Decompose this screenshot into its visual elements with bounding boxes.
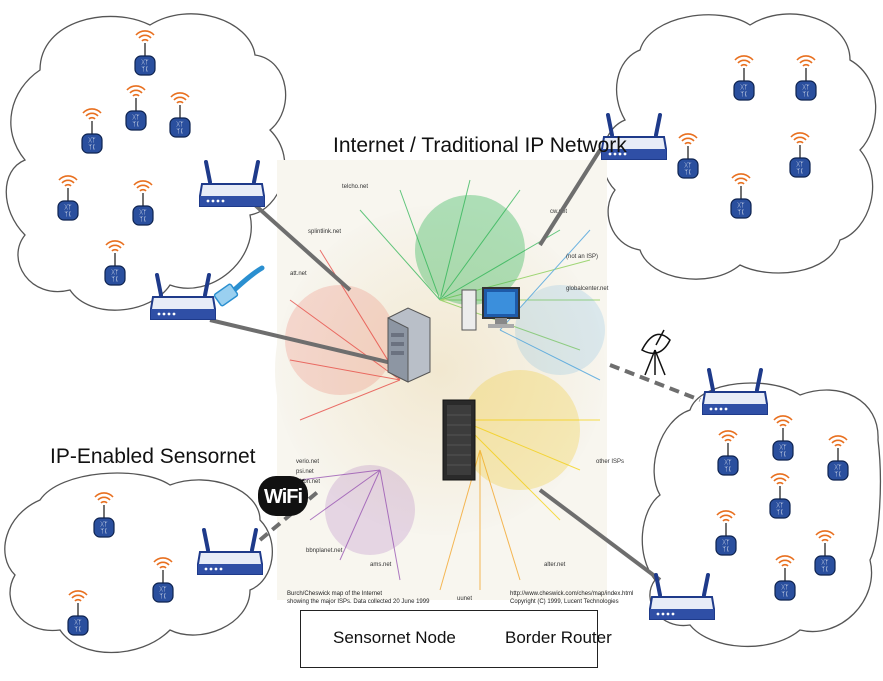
isp-label: psi.net: [296, 469, 314, 475]
internet-title: Internet / Traditional IP Network: [333, 134, 627, 157]
satellite-dish-icon: [640, 329, 671, 376]
map-credit-right: http://www.cheswick.com/ches/map/index.h…: [510, 591, 634, 605]
isp-label: bbn.net: [300, 479, 320, 485]
connection-links: [209, 148, 701, 582]
border-router-icon: [701, 368, 769, 416]
cloud-bottom-left: [4, 472, 273, 654]
isp-label: globalcenter.net: [566, 286, 609, 292]
desktop-computer-icon: [461, 287, 520, 331]
legend: Sensornet Node Border Router: [300, 610, 612, 668]
wifi-icon: [258, 476, 308, 516]
cloud-bottom-right: [641, 382, 882, 647]
sensornet-title: IP-Enabled Sensornet: [50, 445, 256, 468]
server-icon: [387, 307, 431, 383]
legend-router-label: Border Router: [505, 628, 612, 647]
isp-label: ams.net: [370, 562, 392, 568]
internet-map: [275, 160, 607, 600]
cloud-top-left: [5, 13, 287, 311]
isp-label: splintlink.net: [308, 229, 341, 235]
isp-label: alter.net: [544, 562, 566, 568]
isp-label: att.net: [290, 271, 307, 277]
isp-label: telcho.net: [342, 184, 368, 190]
ethernet-cable-icon: [213, 265, 265, 307]
map-credit-left: Burch/Cheswick map of the Internet showi…: [287, 591, 430, 605]
isp-label: other ISPs: [596, 459, 624, 465]
wifi-label: WiFi: [264, 486, 303, 508]
legend-node-label: Sensornet Node: [333, 628, 456, 647]
isp-label: verio.net: [296, 459, 319, 465]
rack-server-icon: [442, 399, 476, 481]
isp-label: uunet: [457, 596, 472, 602]
isp-label: bbnplanet.net: [306, 548, 343, 554]
isp-label: (not an ISP): [566, 254, 598, 260]
